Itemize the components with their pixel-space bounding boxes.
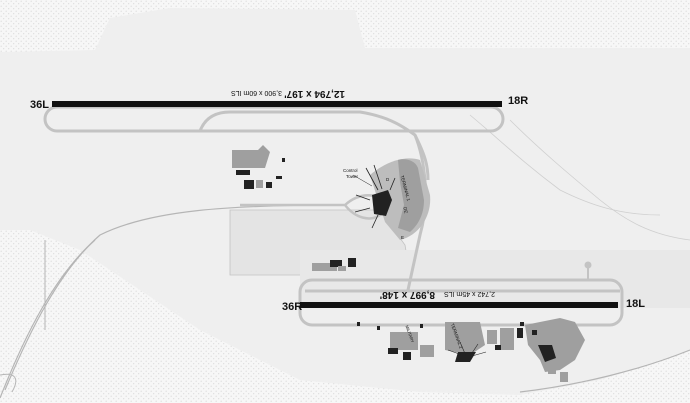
runway-south-dimensions: 8,997 x 148' xyxy=(380,289,435,300)
building-mid-4 xyxy=(338,266,346,271)
taxiway-connector-north xyxy=(198,110,430,181)
building-south-1 xyxy=(487,330,497,344)
control-tower-label-line1: Control xyxy=(343,168,358,173)
building-south-2 xyxy=(500,328,514,350)
runway-south-ils: 2,742 x 45m ILS xyxy=(444,290,495,297)
building-mid-1 xyxy=(312,263,337,271)
holding-pad-east xyxy=(584,261,592,269)
military-area[interactable] xyxy=(390,332,418,350)
terminal-1-label: TERMINAL 1 xyxy=(400,175,412,202)
terminal-east-complex[interactable] xyxy=(525,318,585,372)
access-road-southwest xyxy=(0,240,46,393)
runway-north-end-right: 18R xyxy=(508,95,528,107)
terrain-contour-1 xyxy=(509,119,690,241)
runway-north-dimensions: 12,794 x 197' xyxy=(284,88,345,99)
building-mid-2 xyxy=(330,260,342,267)
runway-north[interactable] xyxy=(52,101,502,107)
access-road-west-2 xyxy=(0,239,96,399)
runway-north-end-left: 36L xyxy=(30,99,49,111)
building-small-2 xyxy=(244,180,254,189)
runway-south-end-right: 18L xyxy=(626,298,645,310)
cargo-building-north[interactable] xyxy=(232,145,270,168)
gate-e-label: E xyxy=(401,235,404,240)
military-building-2 xyxy=(403,352,411,360)
building-small-1 xyxy=(236,170,250,175)
building-mid-3 xyxy=(348,258,356,267)
building-east-7 xyxy=(420,324,423,328)
building-small-3 xyxy=(256,180,263,188)
building-small-4 xyxy=(266,182,272,188)
military-building-3 xyxy=(420,345,434,357)
military-label: MILITARY xyxy=(404,325,415,344)
building-east-6 xyxy=(377,326,380,330)
terminal-2-lines xyxy=(447,341,487,357)
building-small-5 xyxy=(276,176,282,179)
terminal-1-building[interactable] xyxy=(398,159,424,232)
gate-d-label: D xyxy=(386,177,390,182)
access-road-west xyxy=(4,204,341,391)
terminal-2-building[interactable] xyxy=(445,322,485,355)
terminal-east-dark xyxy=(538,345,556,362)
control-tower-label-line2: Tower xyxy=(346,174,359,179)
building-east-4 xyxy=(520,322,524,326)
gate-de-label: DE xyxy=(403,207,409,214)
building-east-3 xyxy=(560,372,568,382)
terrain-contour-2 xyxy=(469,114,661,216)
military-hangar xyxy=(388,348,398,354)
building-small-6 xyxy=(282,158,285,162)
terminal-1-pier-lines xyxy=(354,164,396,229)
access-road-south xyxy=(519,349,690,393)
building-south-4 xyxy=(517,328,523,338)
building-south-3 xyxy=(495,345,501,350)
building-east-1 xyxy=(532,330,537,335)
runway-south[interactable] xyxy=(300,302,618,308)
control-tower-pier[interactable] xyxy=(372,190,392,216)
building-east-2 xyxy=(548,368,556,374)
building-east-5 xyxy=(357,322,360,326)
runway-north-ils: 3,900 x 60m ILS xyxy=(231,89,282,96)
runway-south-end-left: 36R xyxy=(282,301,302,313)
control-tower-leader xyxy=(352,174,373,187)
